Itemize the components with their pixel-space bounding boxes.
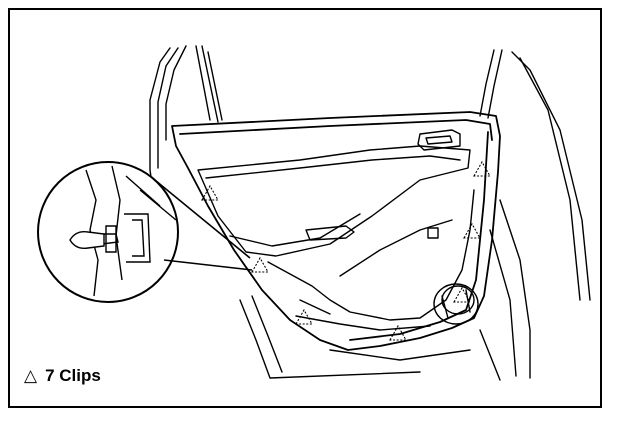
body-sill <box>239 295 471 379</box>
door-lock-knob <box>427 227 439 239</box>
clip-marker-icon-1 <box>201 184 219 201</box>
armrest-panel <box>197 145 471 257</box>
clip-marker-icon-6 <box>463 222 481 239</box>
door-pocket <box>267 189 475 331</box>
clips-legend: △ 7 Clips <box>24 366 101 386</box>
clip-detail-magnifier <box>37 161 253 303</box>
speaker-grille <box>433 283 479 325</box>
clip-marker-icon-2 <box>251 256 269 273</box>
clip-marker-icon-5 <box>453 286 471 303</box>
clip-marker-icon-4 <box>389 324 407 341</box>
clips-legend-label: 7 Clips <box>45 366 101 385</box>
door-trim-panel <box>171 111 501 351</box>
clip-marker-icon-7 <box>473 160 491 177</box>
clip-marker-triangle-icon: △ <box>24 366 38 385</box>
clip-marker-icon-3 <box>295 308 313 325</box>
window-switch <box>305 225 355 241</box>
body-pillar-right <box>479 49 591 381</box>
inner-door-handle <box>417 129 461 151</box>
